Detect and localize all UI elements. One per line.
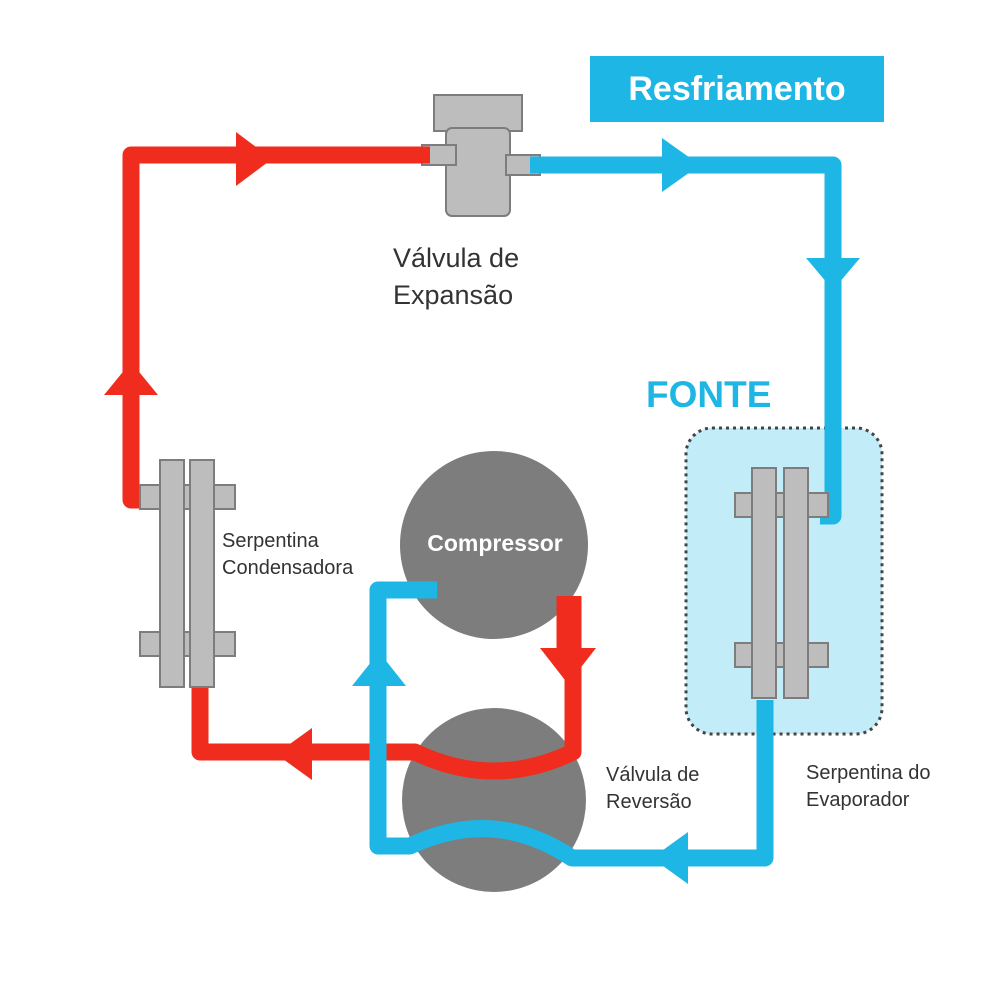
evaporator-coil-label-line2: Evaporador [806, 789, 910, 811]
arrow-left-bottom-blue [652, 832, 688, 884]
arrow-up-left [104, 362, 158, 395]
reversing-valve-label: Válvula de Reversão [606, 762, 699, 816]
reversing-valve-label-line2: Reversão [606, 791, 692, 813]
condenser-coil [139, 459, 236, 688]
evaporator-coil [734, 467, 829, 699]
source-label: FONTE [646, 374, 772, 415]
arrow-down-right-blue [806, 258, 860, 290]
arrow-right-top [236, 132, 272, 186]
arrow-left-bottom [276, 728, 312, 780]
reversing-valve-label-line1: Válvula de [606, 764, 700, 786]
compressor-label: Compressor [427, 530, 563, 556]
arrow-up-left-blue [352, 652, 406, 686]
condenser-coil-label: Serpentina Condensadora [222, 528, 353, 582]
expansion-valve [421, 94, 541, 217]
arrow-right-top-blue [662, 138, 700, 192]
compressor [400, 451, 588, 639]
expansion-valve-label-line2: Expansão [393, 280, 514, 310]
mode-title-badge: Resfriamento [590, 56, 884, 122]
expansion-valve-label-line1: Válvula de [393, 243, 520, 273]
condenser-coil-label-line1: Serpentina [222, 530, 319, 552]
arrow-down-compressor [540, 648, 596, 684]
reversing-valve [402, 708, 586, 892]
expansion-valve-label: Válvula de Expansão [393, 240, 519, 314]
evaporator-coil-label-line1: Serpentina do [806, 762, 931, 784]
condenser-coil-label-line2: Condensadora [222, 557, 354, 579]
evaporator-coil-label: Serpentina do Evaporador [806, 760, 931, 814]
